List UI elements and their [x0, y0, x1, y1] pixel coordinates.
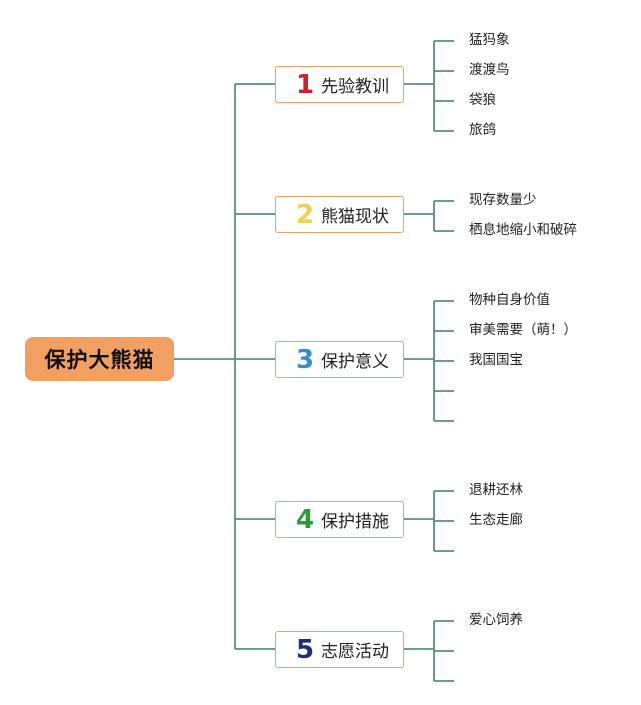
leaf-item[interactable]: 猛犸象: [469, 32, 510, 48]
number-badge-3: 3: [295, 344, 315, 375]
number-badge-1: 1: [295, 69, 315, 100]
branch-node-3[interactable]: 3 保护意义: [275, 341, 404, 378]
branch-node-1[interactable]: 1 先验教训: [275, 66, 404, 103]
number-badge-2: 2: [295, 199, 315, 230]
number-badge-4: 4: [295, 504, 315, 535]
number-badge-5: 5: [295, 634, 315, 665]
root-node[interactable]: 保护大熊猫: [25, 337, 174, 381]
branch-node-4[interactable]: 4 保护措施: [275, 501, 404, 538]
leaf-item[interactable]: 审美需要（萌！）: [469, 322, 577, 338]
branch-label-5: 志愿活动: [321, 642, 389, 662]
leaf-item[interactable]: 渡渡鸟: [469, 62, 510, 78]
leaf-item[interactable]: 现存数量少: [469, 192, 537, 208]
branch-node-2[interactable]: 2 熊猫现状: [275, 196, 404, 233]
leaf-item[interactable]: 栖息地缩小和破碎: [469, 222, 577, 238]
leaf-item[interactable]: 爱心饲养: [469, 612, 523, 628]
branch-label-2: 熊猫现状: [321, 207, 389, 227]
branch-label-3: 保护意义: [321, 352, 389, 372]
root-label: 保护大熊猫: [44, 348, 155, 372]
leaf-item[interactable]: 生态走廊: [469, 512, 523, 528]
branch-label-4: 保护措施: [321, 512, 389, 532]
leaf-item[interactable]: 袋狼: [469, 92, 496, 108]
branch-node-5[interactable]: 5 志愿活动: [275, 631, 404, 668]
leaf-item[interactable]: 物种自身价值: [469, 292, 550, 308]
branch-label-1: 先验教训: [321, 77, 389, 97]
leaf-item[interactable]: 旅鸽: [469, 122, 496, 138]
leaf-item[interactable]: 我国国宝: [469, 352, 523, 368]
leaf-item[interactable]: 退耕还林: [469, 482, 523, 498]
